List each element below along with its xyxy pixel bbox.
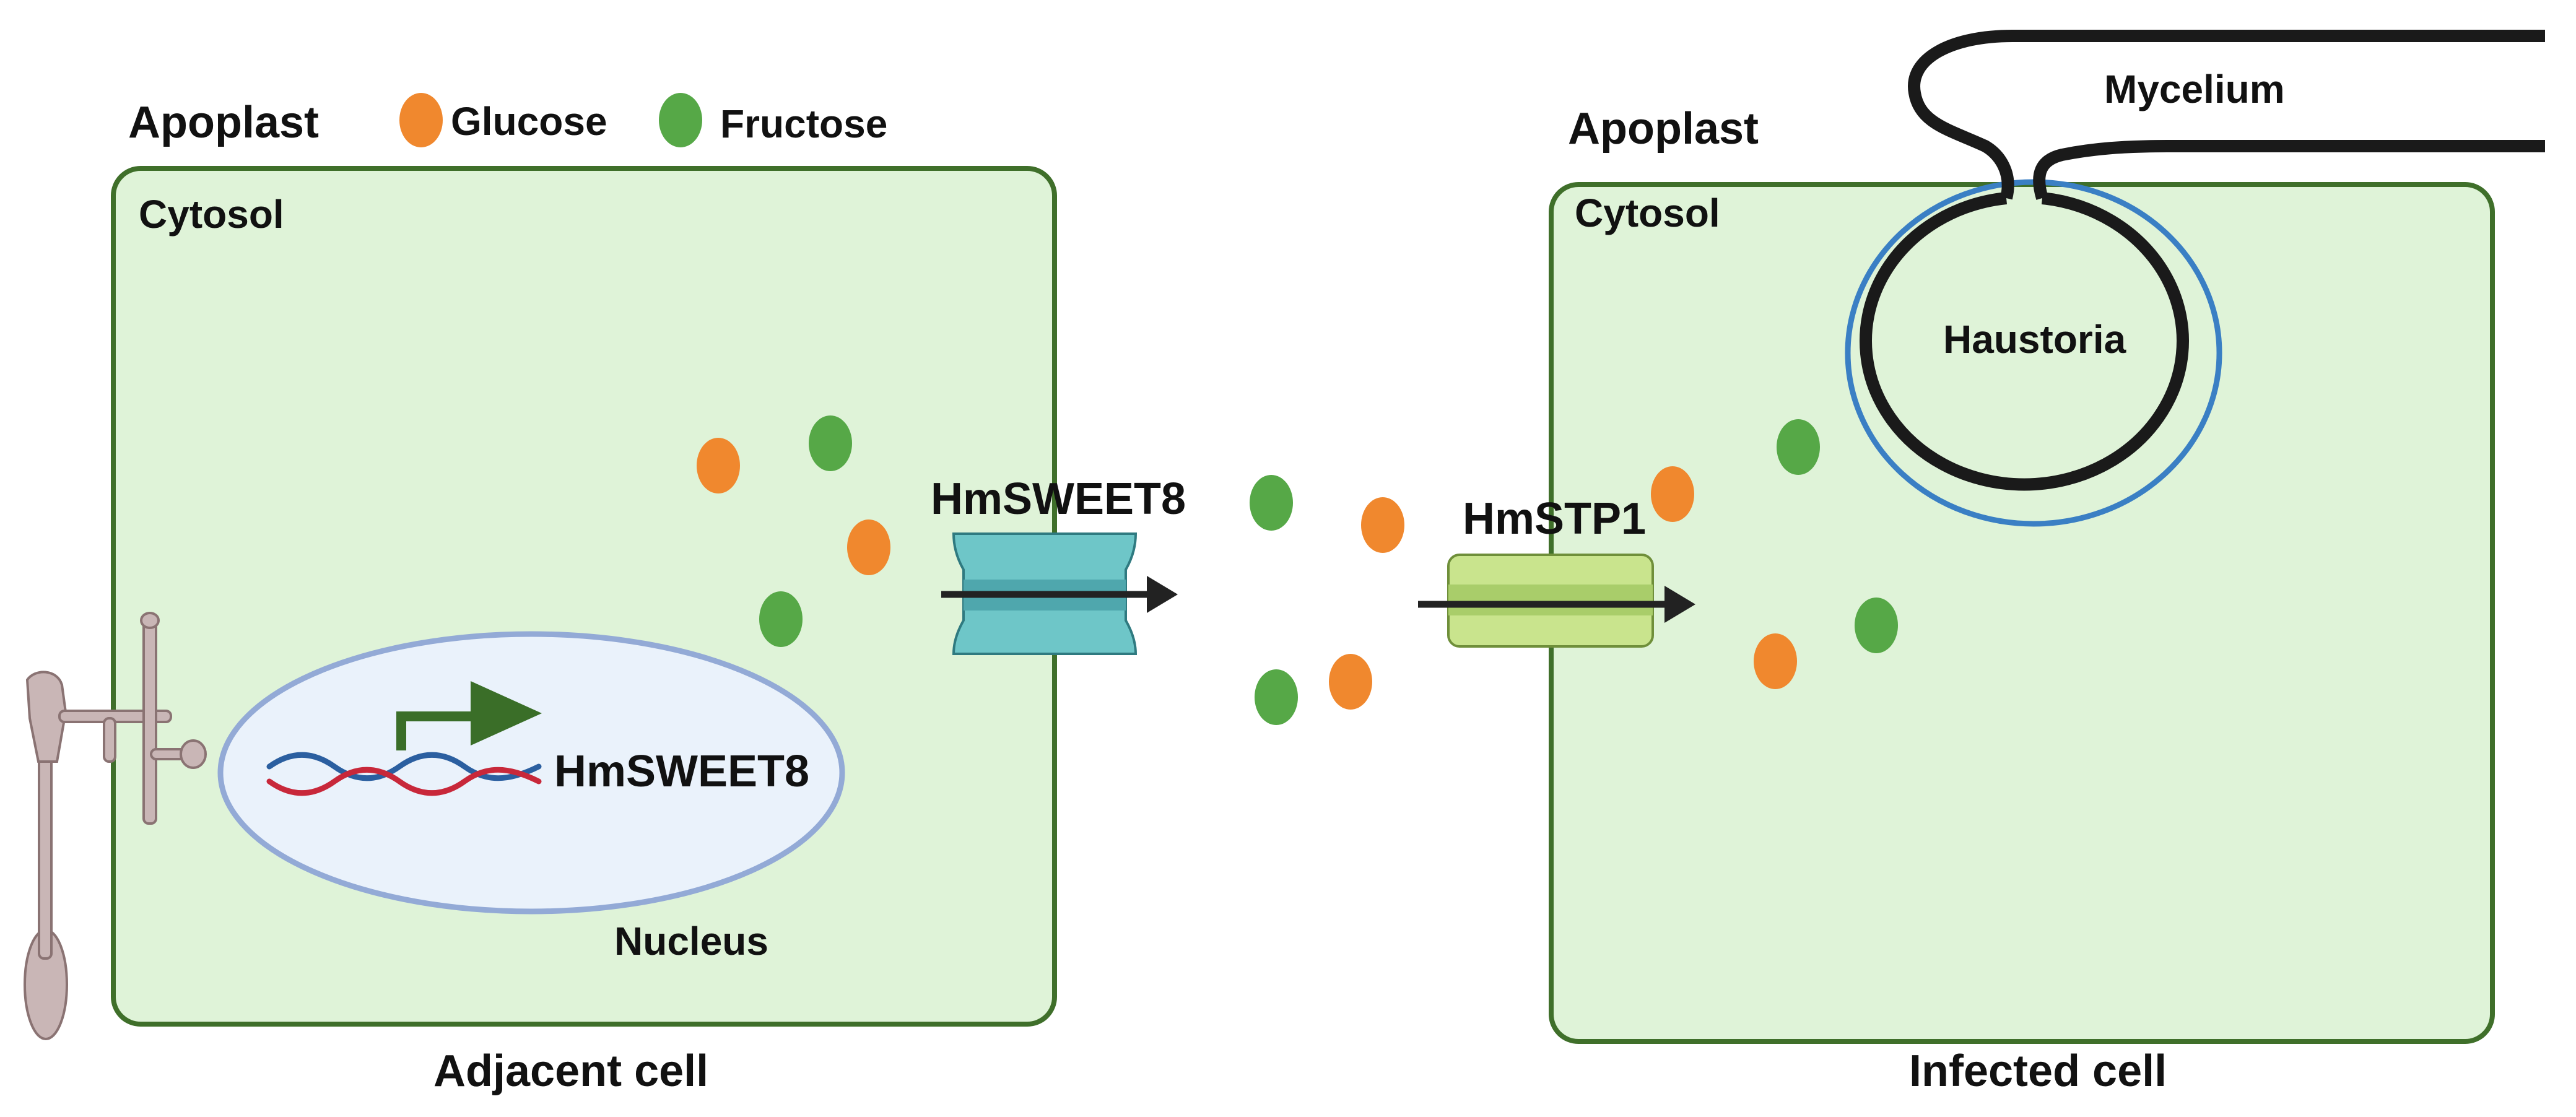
glucose-legend-icon [399, 93, 443, 147]
dna-helix-icon [266, 752, 542, 796]
adjacent-cell-label: Adjacent cell [433, 1046, 708, 1096]
arrow-right-icon [1147, 576, 1178, 613]
haustoria-label: Haustoria [1943, 317, 2126, 362]
glucose-legend-label: Glucose [451, 99, 607, 144]
infected-cell [1549, 182, 2495, 1044]
cytosol-label-left: Cytosol [139, 192, 284, 237]
fungal-spore-icon [24, 612, 207, 1040]
fructose-molecule [1855, 598, 1898, 653]
fructose-molecule [1255, 669, 1298, 725]
glucose-molecule [847, 519, 890, 575]
haustoria [1860, 192, 2189, 491]
mycelium [1908, 30, 2545, 200]
hmstp1-transporter [1418, 554, 1695, 648]
fructose-molecule [1777, 419, 1820, 475]
apoplast-label-right: Apoplast [1568, 104, 1759, 154]
nucleus-label: Nucleus [614, 919, 768, 963]
gene-label: HmSWEET8 [554, 747, 809, 796]
glucose-molecule [1361, 497, 1404, 553]
apoplast-label-left: Apoplast [128, 98, 319, 147]
hmsweet8-transporter [941, 532, 1178, 655]
arrow-right-icon [1664, 586, 1695, 623]
cytosol-label-right: Cytosol [1575, 191, 1720, 235]
glucose-molecule [1754, 633, 1797, 689]
fructose-legend-label: Fructose [720, 102, 887, 146]
glucose-molecule [1651, 466, 1694, 522]
fructose-molecule [809, 415, 852, 471]
fructose-molecule [1250, 475, 1293, 531]
promoter-arrow-icon [396, 681, 542, 750]
mycelium-label: Mycelium [2104, 67, 2285, 111]
fructose-legend-icon [659, 93, 702, 147]
hmsweet8-label: HmSWEET8 [931, 474, 1186, 524]
glucose-molecule [1329, 654, 1372, 710]
fructose-molecule [759, 591, 803, 647]
glucose-molecule [697, 438, 740, 493]
hmstp1-label: HmSTP1 [1463, 494, 1646, 544]
infected-cell-label: Infected cell [1909, 1046, 2167, 1096]
mycelium [2033, 140, 2545, 200]
